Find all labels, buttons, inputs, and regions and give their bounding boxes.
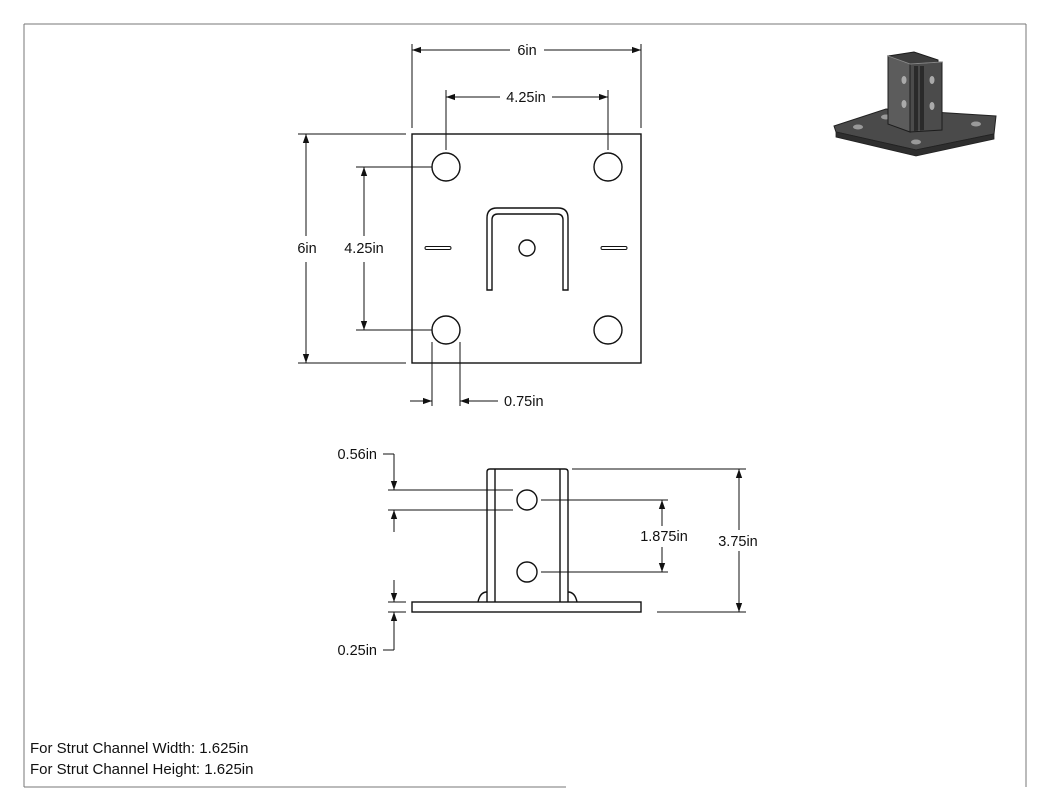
base-plate-outline — [411, 133, 642, 364]
side-channel-outline — [486, 468, 569, 602]
center-bolt-hole — [518, 239, 536, 257]
dim-plate-width: 6in — [517, 43, 536, 59]
dim-plate-thickness: 0.25in — [337, 643, 377, 659]
slot-left — [424, 246, 452, 250]
top-view-dimensions — [298, 44, 642, 406]
side-view — [411, 468, 642, 613]
dim-plate-height: 6in — [297, 241, 316, 257]
side-base-plate — [411, 601, 642, 613]
note-strut-height: For Strut Channel Height: 1.625in — [30, 761, 254, 778]
top-view — [411, 133, 642, 364]
dim-top-hole-offset: 0.56in — [337, 447, 377, 463]
side-view-dimensions — [383, 453, 746, 651]
dim-hole-diameter: 0.75in — [504, 394, 544, 410]
dim-hole-spacing-vertical: 4.25in — [344, 241, 384, 257]
strut-channel-profile — [486, 207, 569, 291]
side-hole-bottom — [516, 561, 538, 583]
dim-hole-spacing-horizontal: 4.25in — [506, 90, 546, 106]
dim-overall-height: 3.75in — [718, 534, 758, 550]
weld-right — [567, 591, 578, 603]
slot-right — [600, 246, 628, 250]
note-strut-width: For Strut Channel Width: 1.625in — [30, 740, 249, 757]
mounting-hole-bottom-right — [593, 315, 623, 345]
side-hole-top — [516, 489, 538, 511]
isometric-preview — [833, 51, 997, 157]
mounting-hole-top-right — [593, 152, 623, 182]
weld-left — [477, 591, 488, 603]
sheet-border — [23, 23, 1027, 788]
dim-hole-spacing-side: 1.875in — [640, 529, 688, 545]
